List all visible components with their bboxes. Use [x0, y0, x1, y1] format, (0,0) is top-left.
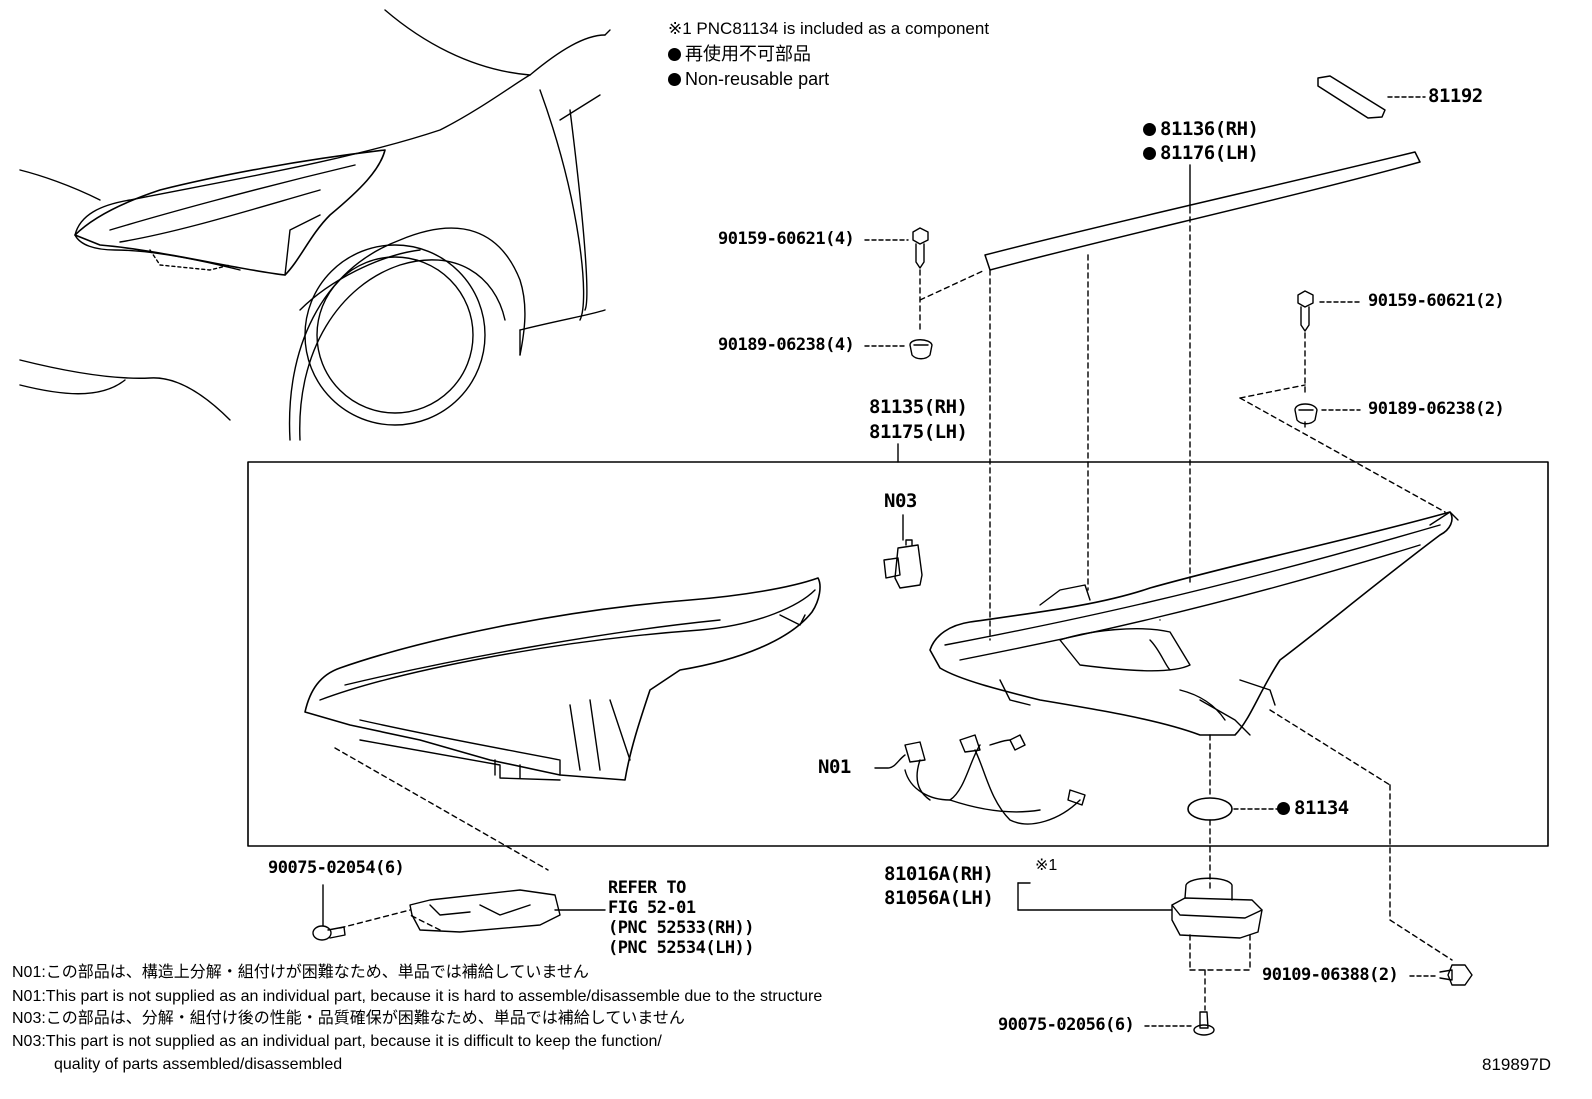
legend-jp: 再使用不可部品: [668, 45, 811, 63]
non-reusable-dot-icon: [1143, 123, 1156, 136]
legend-en: Non-reusable part: [668, 70, 829, 88]
bolt-90109-06388: [1439, 964, 1473, 986]
footnote-n03-en-cont: quality of parts assembled/disassembled: [54, 1056, 343, 1073]
bolt-90159-2: [1297, 290, 1314, 332]
label-81056a-lh: 81056A(LH): [884, 887, 994, 909]
part-81192-strip: [1317, 75, 1386, 119]
label-81136-rh: 81136(RH): [1143, 120, 1259, 139]
label-90159-60621-2: 90159-60621(2): [1368, 291, 1505, 311]
footnote-n01-en: N01:This part is not supplied as an indi…: [12, 988, 823, 1005]
label-n01: N01: [818, 756, 851, 778]
label-90075-02054: 90075-02054(6): [268, 858, 405, 878]
refer-line-3: (PNC 52533(RH)): [608, 918, 755, 938]
component-ref-mark: ※1: [1035, 857, 1058, 874]
non-reusable-dot-icon: [1143, 147, 1156, 160]
label-81134: 81134: [1277, 799, 1349, 818]
refer-line-2: FIG 52-01: [608, 898, 696, 918]
label-81176-lh: 81176(LH): [1143, 144, 1259, 163]
non-reusable-dot-icon: [1277, 802, 1290, 815]
label-90159-60621-4: 90159-60621(4): [718, 229, 855, 249]
footnote-n03-jp: N03:この部品は、分解・組付け後の性能・品質確保が困難なため、単品では補給して…: [12, 1010, 685, 1027]
part-n01-harness: [874, 734, 1086, 825]
module-81016a: [1171, 877, 1263, 939]
clip-90189-2: [1294, 403, 1318, 425]
bolt-90075-02056: [1193, 1011, 1215, 1036]
part-n03: [883, 539, 923, 589]
label-81135-rh: 81135(RH): [869, 396, 968, 418]
label-90189-06238-4: 90189-06238(4): [718, 335, 855, 355]
refer-line-1: REFER TO: [608, 878, 686, 898]
label-81192: 81192: [1428, 85, 1483, 107]
refer-line-4: (PNC 52534(LH)): [608, 938, 755, 958]
label-90189-06238-2: 90189-06238(2): [1368, 399, 1505, 419]
car-front-illustration: [19, 9, 611, 441]
headlamp-rh: [929, 511, 1459, 736]
bracket-52533: [409, 889, 561, 933]
label-81175-lh: 81175(LH): [869, 421, 968, 443]
component-note: ※1 PNC81134 is included as a component: [668, 19, 990, 38]
figure-id: 819897D: [1482, 1055, 1552, 1074]
clip-90189-4: [909, 339, 933, 360]
label-81016a-rh: 81016A(RH): [884, 863, 994, 885]
assembly-frame: [247, 461, 1549, 847]
non-reusable-dot-icon: [668, 73, 681, 86]
footnote-n01-jp: N01:この部品は、構造上分解・組付けが困難なため、単品では補給していません: [12, 964, 589, 981]
headlamp-lh: [304, 577, 821, 781]
label-90075-02056: 90075-02056(6): [998, 1015, 1135, 1035]
footnote-n03-en: N03:This part is not supplied as an indi…: [12, 1033, 662, 1050]
oring-81134: [1187, 797, 1233, 821]
bolt-90075-02054: [312, 925, 346, 941]
part-81136-gasket: [984, 151, 1421, 271]
bolt-90159-4: [912, 227, 929, 269]
label-90109-06388: 90109-06388(2): [1262, 965, 1399, 985]
label-n03: N03: [884, 490, 917, 512]
non-reusable-dot-icon: [668, 48, 681, 61]
